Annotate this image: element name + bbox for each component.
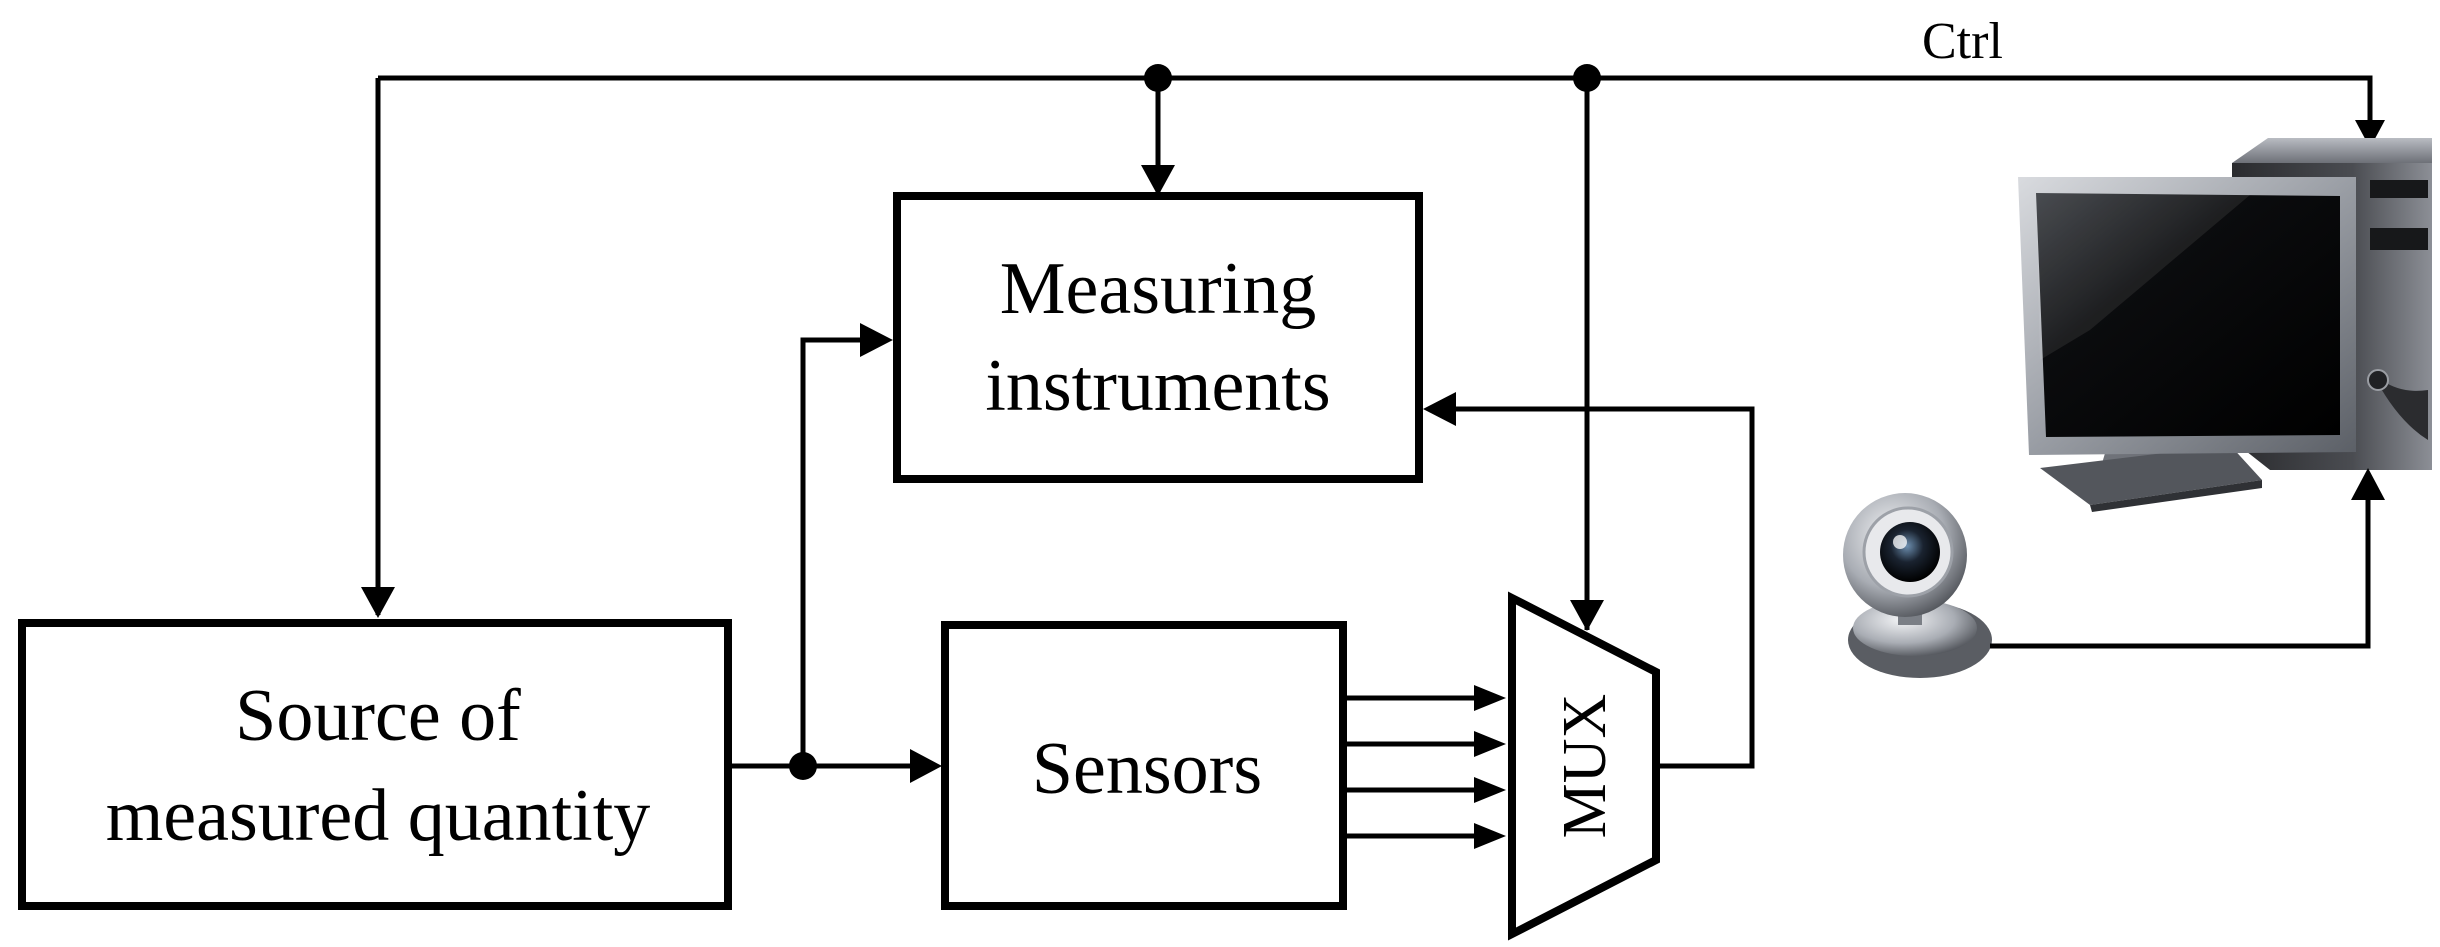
sensor-arrow-4 — [1474, 823, 1506, 849]
instruments-block: Measuring instruments — [893, 192, 1423, 483]
desktop-computer-icon — [2018, 138, 2432, 512]
sensor-arrow-1 — [1474, 685, 1506, 711]
webcam-lens — [1880, 522, 1940, 582]
mux-to-instruments-line — [1456, 406, 1755, 769]
webcam-lens-glint — [1893, 535, 1907, 549]
camera-line — [1990, 490, 2371, 649]
webcam-base-top — [1853, 600, 1977, 656]
tower-power — [2367, 369, 2389, 391]
sensor-arrow-3 — [1474, 777, 1506, 803]
tower-drive-1 — [2370, 180, 2428, 198]
branch-to-instruments-line — [800, 337, 860, 766]
control-bus: Ctrl — [361, 13, 2385, 631]
mux-output-wire — [1423, 392, 1755, 769]
tower-drive-2 — [2370, 228, 2428, 250]
monitor-base-edge — [2090, 480, 2262, 512]
source-block: Source of measured quantity — [18, 619, 732, 910]
monitor-base — [2040, 445, 2262, 505]
source-label-line2: measured quantity — [106, 775, 651, 857]
camera-to-computer-wire — [1990, 468, 2385, 649]
mux-label: MUX — [1551, 694, 1619, 839]
tower-accent — [2372, 372, 2428, 440]
sensors-block: Sensors — [941, 621, 1347, 910]
junction-dot-3 — [789, 752, 817, 780]
sensor-arrow-2 — [1474, 731, 1506, 757]
arrow-to-sensors — [910, 749, 942, 783]
arrow-to-source — [361, 587, 395, 618]
arrow-to-mux — [1570, 600, 1604, 631]
arrow-to-computer-bottom — [2351, 468, 2385, 500]
sensors-box — [941, 621, 1347, 910]
webcam-icon — [1843, 493, 1992, 678]
monitor-glare — [2036, 193, 2250, 360]
instruments-box — [893, 192, 1423, 483]
sensor-to-mux-wires — [1347, 685, 1506, 849]
arrow-to-instruments-left — [860, 323, 893, 357]
monitor-screen — [2036, 193, 2340, 437]
instruments-label-line1: Measuring — [1000, 248, 1317, 330]
mux-block: MUX — [1508, 591, 1660, 941]
tower-top — [2232, 138, 2432, 163]
mux-shape — [1508, 591, 1660, 941]
sensors-label: Sensors — [1032, 728, 1262, 810]
junction-dot-2 — [1573, 64, 1601, 92]
ctrl-label: Ctrl — [1922, 13, 2003, 70]
arrow-to-instruments — [1141, 165, 1175, 196]
instruments-label-line2: instruments — [985, 345, 1330, 427]
source-output-wires — [728, 323, 942, 783]
arrow-to-computer — [2355, 120, 2385, 148]
arrow-to-instruments-right — [1423, 392, 1456, 426]
junction-dot-1 — [1144, 64, 1172, 92]
ctrl-line-main — [378, 75, 2373, 148]
source-label-line1: Source of — [235, 675, 521, 757]
source-box — [18, 619, 732, 910]
